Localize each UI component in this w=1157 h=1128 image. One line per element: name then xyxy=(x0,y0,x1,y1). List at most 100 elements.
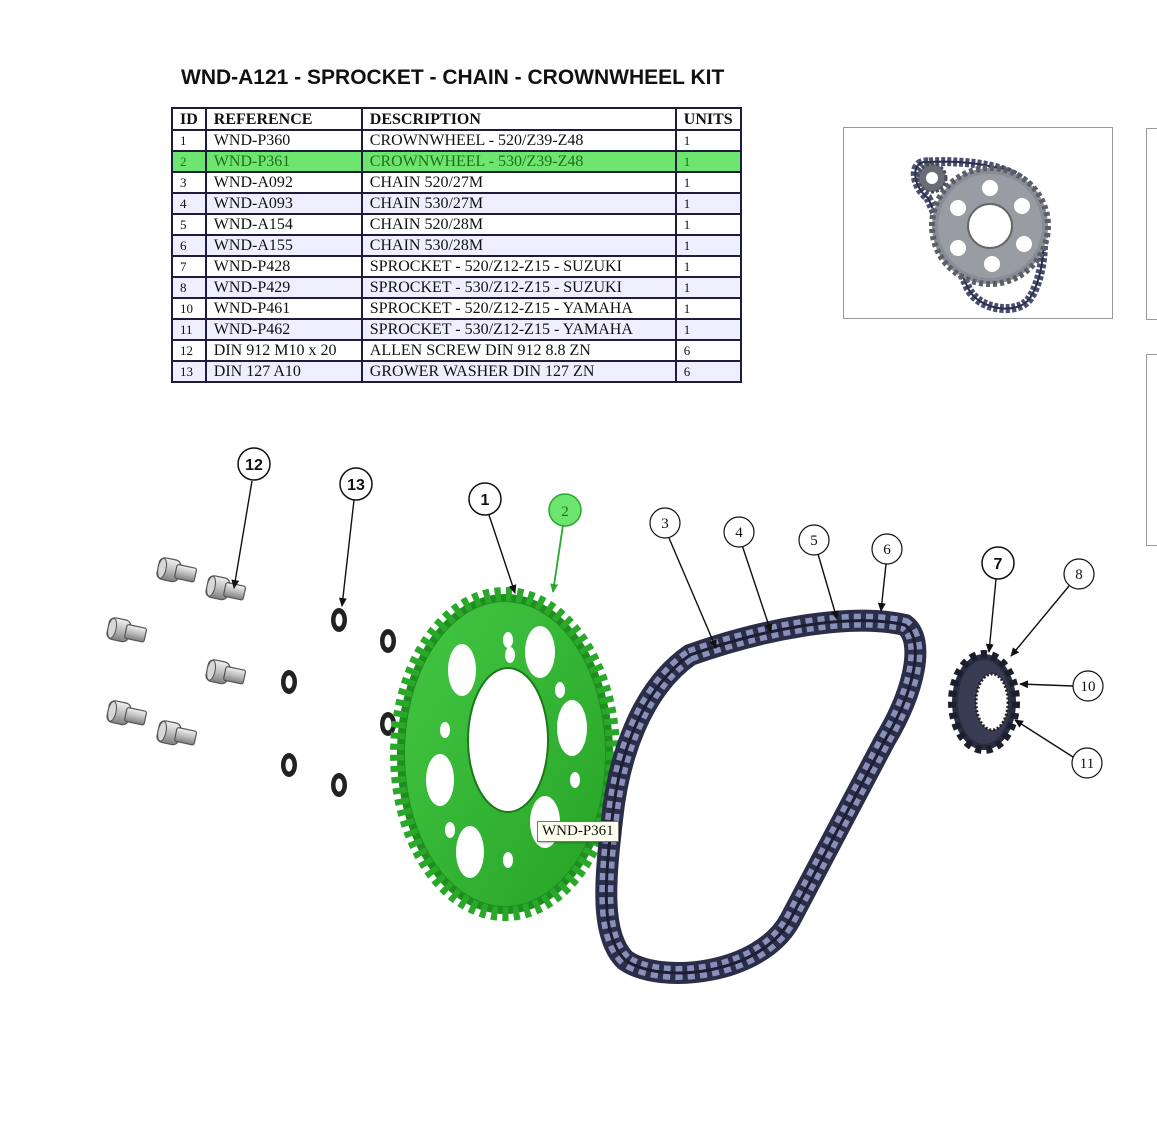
front-sprocket[interactable] xyxy=(948,650,1020,754)
balloon-2-highlighted[interactable]: 2 xyxy=(548,493,582,527)
row-reference: WND-A093 xyxy=(204,192,363,215)
row-id: 1 xyxy=(171,129,207,152)
col-header-description[interactable]: DESCRIPTION xyxy=(360,107,677,131)
row-reference: WND-A092 xyxy=(204,171,363,194)
balloon-1[interactable]: 1 xyxy=(468,482,502,516)
row-reference: WND-P428 xyxy=(204,255,363,278)
row-id: 5 xyxy=(171,213,207,236)
hover-tooltip: WND-P361 xyxy=(537,821,619,842)
row-id: 12 xyxy=(171,339,207,362)
row-reference: WND-P429 xyxy=(204,276,363,299)
row-id: 2 xyxy=(171,150,207,173)
svg-text:5: 5 xyxy=(810,533,818,549)
row-id: 6 xyxy=(171,234,207,257)
row-id: 10 xyxy=(171,297,207,320)
row-id: 11 xyxy=(171,318,207,341)
row-description: CHAIN 520/28M xyxy=(360,213,677,236)
svg-text:11: 11 xyxy=(1080,756,1094,772)
row-description: SPROCKET - 530/Z12-Z15 - YAMAHA xyxy=(360,318,677,341)
svg-text:7: 7 xyxy=(994,556,1003,573)
row-description: CHAIN 530/27M xyxy=(360,192,677,215)
balloon-13[interactable]: 13 xyxy=(339,467,373,501)
leader-lines xyxy=(231,480,1074,758)
svg-text:8: 8 xyxy=(1075,567,1083,583)
row-reference: WND-P360 xyxy=(204,129,363,152)
row-units: 1 xyxy=(674,171,742,194)
row-description: SPROCKET - 520/Z12-Z15 - SUZUKI xyxy=(360,255,677,278)
balloon-11[interactable]: 11 xyxy=(1071,747,1103,779)
row-units: 1 xyxy=(674,297,742,320)
svg-text:10: 10 xyxy=(1081,679,1096,695)
row-description: SPROCKET - 530/Z12-Z15 - SUZUKI xyxy=(360,276,677,299)
row-description: CROWNWHEEL - 520/Z39-Z48 xyxy=(360,129,677,152)
crownwheel-highlighted[interactable] xyxy=(390,587,620,921)
row-id: 13 xyxy=(171,360,207,383)
balloon-5[interactable]: 5 xyxy=(798,524,830,556)
row-description: CROWNWHEEL - 530/Z39-Z48 xyxy=(360,150,677,173)
grower-washer-group[interactable] xyxy=(281,608,396,797)
balloon-4[interactable]: 4 xyxy=(723,516,755,548)
col-header-id[interactable]: ID xyxy=(171,107,207,131)
row-reference: DIN 912 M10 x 20 xyxy=(204,339,363,362)
side-panel-top xyxy=(1146,128,1157,320)
row-units: 1 xyxy=(674,318,742,341)
assembly-preview-image xyxy=(910,157,1051,314)
balloon-7[interactable]: 7 xyxy=(981,546,1015,580)
chain-loop[interactable] xyxy=(595,609,927,984)
balloon-6[interactable]: 6 xyxy=(871,533,903,565)
balloon-8[interactable]: 8 xyxy=(1063,558,1095,590)
row-description: SPROCKET - 520/Z12-Z15 - YAMAHA xyxy=(360,297,677,320)
row-reference: WND-P462 xyxy=(204,318,363,341)
svg-text:4: 4 xyxy=(735,525,743,541)
col-header-reference[interactable]: REFERENCE xyxy=(204,107,363,131)
row-units: 6 xyxy=(674,360,742,383)
side-panel-bottom xyxy=(1146,354,1157,546)
row-reference: WND-A155 xyxy=(204,234,363,257)
row-units: 1 xyxy=(674,213,742,236)
row-reference: DIN 127 A10 xyxy=(204,360,363,383)
row-id: 8 xyxy=(171,276,207,299)
balloon-12[interactable]: 12 xyxy=(237,447,271,481)
assembly-preview-thumbnail[interactable] xyxy=(843,127,1113,319)
row-id: 3 xyxy=(171,171,207,194)
balloon-10[interactable]: 10 xyxy=(1072,670,1104,702)
row-units: 1 xyxy=(674,276,742,299)
svg-text:3: 3 xyxy=(661,516,669,532)
row-description: CHAIN 530/28M xyxy=(360,234,677,257)
row-id: 4 xyxy=(171,192,207,215)
col-header-units[interactable]: UNITS xyxy=(674,107,742,131)
row-description: GROWER WASHER DIN 127 ZN xyxy=(360,360,677,383)
row-units: 1 xyxy=(674,150,742,173)
row-units: 1 xyxy=(674,255,742,278)
row-reference: WND-P461 xyxy=(204,297,363,320)
row-reference: WND-P361 xyxy=(204,150,363,173)
row-description: CHAIN 520/27M xyxy=(360,171,677,194)
allen-screw-group[interactable] xyxy=(105,556,248,750)
table-header-row: ID REFERENCE DESCRIPTION UNITS xyxy=(171,107,742,131)
svg-text:1: 1 xyxy=(481,492,490,509)
balloon-3[interactable]: 3 xyxy=(649,507,681,539)
row-description: ALLEN SCREW DIN 912 8.8 ZN xyxy=(360,339,677,362)
row-id: 7 xyxy=(171,255,207,278)
svg-text:13: 13 xyxy=(347,477,365,494)
svg-text:12: 12 xyxy=(245,457,263,474)
kit-title: WND-A121 - SPROCKET - CHAIN - CROWNWHEEL… xyxy=(181,66,725,89)
svg-text:2: 2 xyxy=(561,504,569,520)
row-units: 1 xyxy=(674,192,742,215)
row-units: 6 xyxy=(674,339,742,362)
row-units: 1 xyxy=(674,129,742,152)
